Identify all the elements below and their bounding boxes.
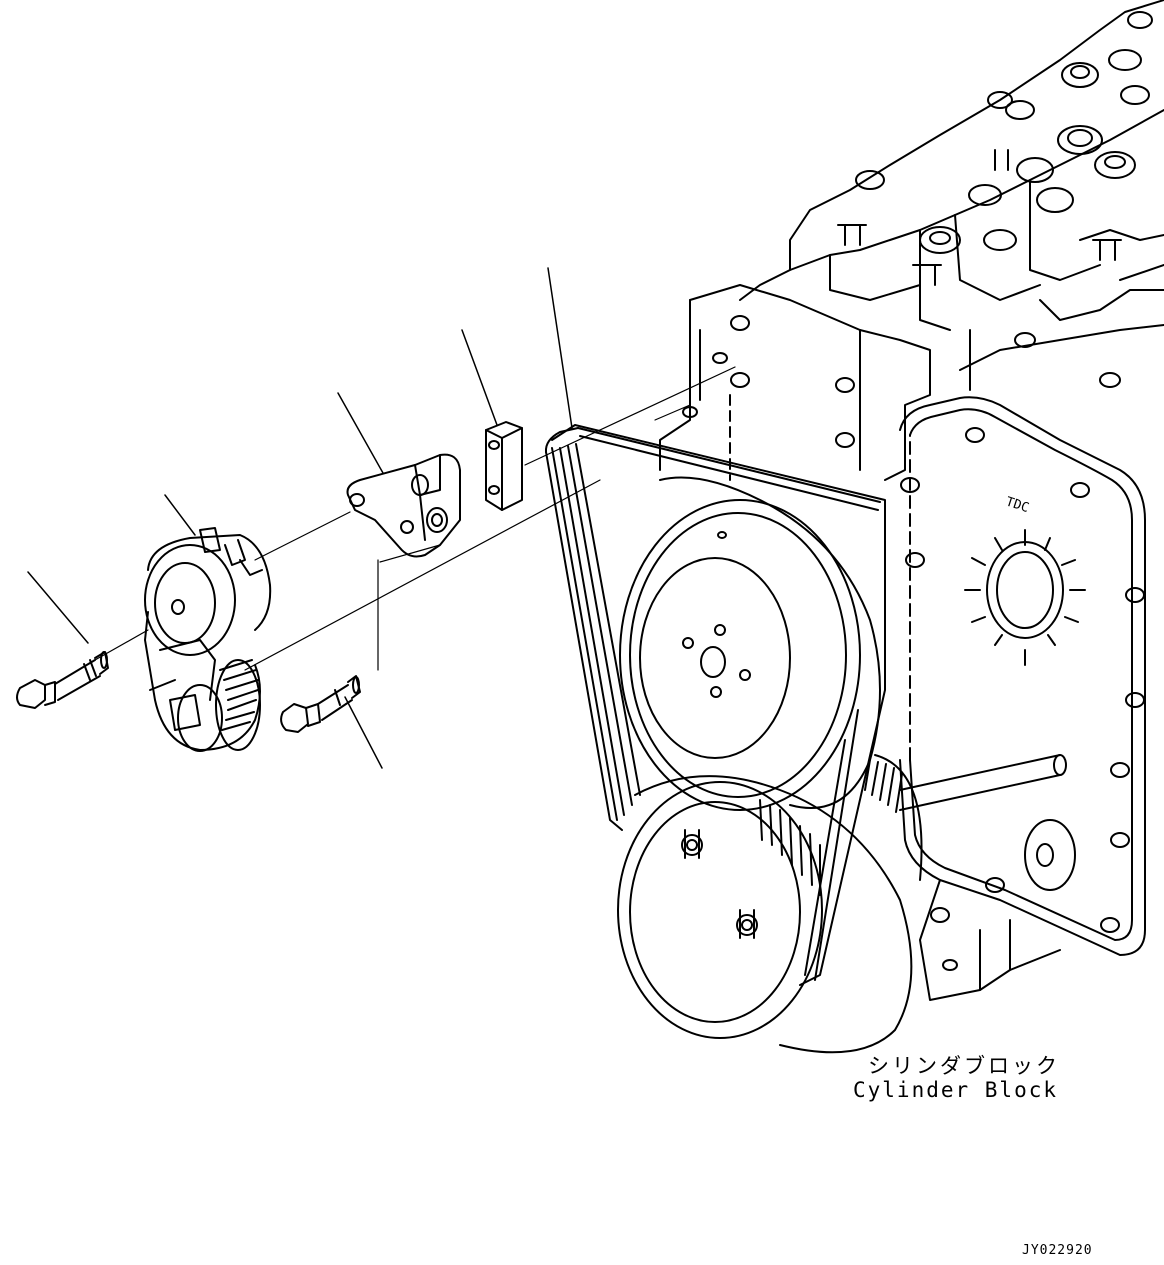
cylinder-block-label-en: Cylinder Block [853, 1078, 1059, 1102]
bolt-right [280, 675, 361, 733]
belt-tensioner [144, 527, 272, 752]
engine-block-front [659, 284, 1164, 481]
gear-cover: TDC [899, 396, 1146, 1001]
cylinder-block-label-jp: シリンダブロック [868, 1054, 1060, 1078]
spacer-block [485, 421, 523, 511]
damper-pulley [617, 754, 923, 1054]
leader-lines [27, 267, 573, 769]
tensioner-bracket [346, 453, 461, 558]
cylinder-head [739, 0, 1164, 388]
bolt-left [16, 651, 109, 709]
assembly-lines [94, 366, 736, 671]
v-ribbed-belt [544, 424, 886, 986]
figure-code: JY022920 [1022, 1243, 1093, 1258]
tdc-mark: TDC [1004, 495, 1031, 517]
crank-pulley [619, 476, 881, 811]
